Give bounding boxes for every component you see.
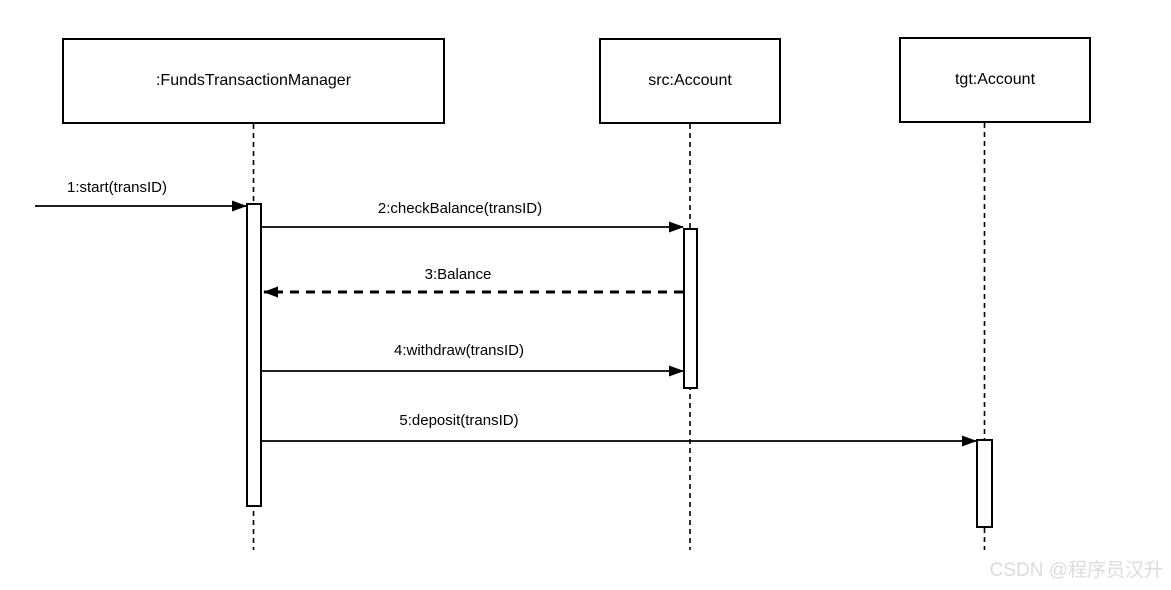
message-label-balance-return: 3:Balance — [424, 266, 492, 283]
csdn-watermark: CSDN @程序员汉升 — [989, 560, 1163, 581]
message-label-withdraw: 4:withdraw(transID) — [393, 342, 525, 359]
message-label-start: 1:start(transID) — [66, 179, 168, 196]
activation-bar-tgt-account — [976, 439, 993, 528]
activation-bar-funds-transaction-manager — [246, 203, 262, 507]
activation-bar-src-account — [683, 228, 698, 389]
actor-label-src-account: src:Account — [648, 72, 732, 89]
actor-box-src-account: src:Account — [599, 38, 781, 124]
actor-label-funds-transaction-manager: :FundsTransactionManager — [155, 72, 352, 89]
message-label-check-balance: 2:checkBalance(transID) — [377, 200, 543, 217]
actor-box-funds-transaction-manager: :FundsTransactionManager — [62, 38, 445, 124]
message-label-deposit: 5:deposit(transID) — [399, 412, 519, 429]
actor-label-tgt-account: tgt:Account — [954, 71, 1036, 88]
actor-box-tgt-account: tgt:Account — [899, 37, 1091, 123]
